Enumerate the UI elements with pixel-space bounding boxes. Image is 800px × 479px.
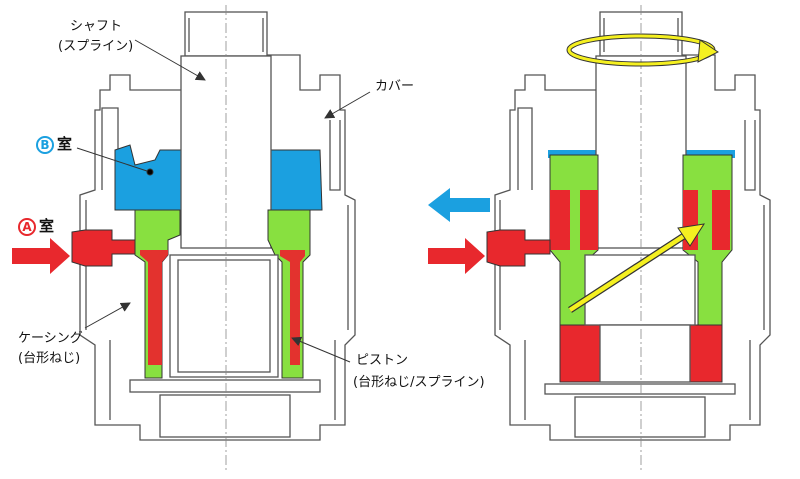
- chamber-a-badge: A: [18, 218, 36, 236]
- cover-label: カバー: [375, 79, 415, 94]
- chamber-a-left: [140, 250, 168, 365]
- chamber-a-right-pocket-l: [550, 190, 570, 250]
- casing-sublabel: (台形ねじ): [18, 351, 81, 366]
- chamber-a-left-2: [280, 250, 305, 365]
- port-a-right: [486, 229, 551, 267]
- leader-casing: [84, 302, 131, 329]
- right-base: [544, 383, 736, 438]
- leader-cover: [324, 91, 371, 119]
- shaft-label: シャフト: [70, 19, 123, 34]
- left-base: [129, 379, 321, 438]
- chamber-a-right-lower-r: [689, 324, 723, 383]
- leader-piston: [291, 336, 351, 363]
- chamber-a-right-pocket-l2: [580, 190, 598, 250]
- leader-chamber-b: [76, 147, 151, 173]
- right-inner-bore: [584, 254, 696, 383]
- inflow-arrow-left: [12, 238, 70, 274]
- port-a-left: [71, 229, 136, 267]
- piston-sublabel: (台形ねじ/スプライン): [353, 375, 485, 390]
- left-inner-bore: [169, 254, 279, 378]
- chamber-a-right-pocket-r2: [712, 190, 730, 250]
- rotation-arrow: [566, 33, 719, 67]
- leader-shaft: [134, 39, 206, 81]
- chamber-b-left: [114, 144, 186, 211]
- outflow-arrow-right: [428, 188, 490, 222]
- casing-label: ケーシング: [18, 331, 83, 346]
- leader-chamber-b-dot: [146, 168, 154, 176]
- piston-label: ピストン: [356, 353, 409, 368]
- inflow-arrow-right: [428, 238, 485, 274]
- left-assembly: [12, 5, 356, 470]
- leader-lines: [76, 39, 371, 363]
- right-assembly: [428, 5, 771, 470]
- shaft-sublabel: (スプライン): [58, 39, 134, 54]
- motion-arrow: [568, 223, 706, 313]
- chamber-b-label: 室: [57, 135, 73, 153]
- chamber-a-label: 室: [39, 217, 55, 235]
- chamber-b-badge: B: [36, 136, 54, 154]
- chamber-a-right-lower-l: [559, 324, 601, 383]
- chamber-b-left-2: [264, 149, 323, 211]
